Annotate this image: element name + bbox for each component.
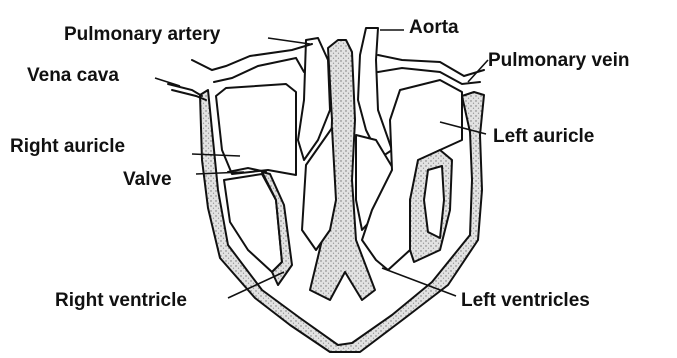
label-vena-cava: Vena cava: [27, 65, 119, 86]
label-valve: Valve: [123, 169, 172, 190]
pulmonary-artery-left-branch: [192, 44, 312, 70]
label-left-auricle: Left auricle: [493, 126, 594, 147]
label-pulmonary-vein: Pulmonary vein: [488, 50, 630, 71]
label-aorta: Aorta: [409, 17, 459, 38]
pulmonary-artery-left-branch-lower: [214, 58, 304, 82]
right-chamber: [216, 84, 296, 175]
pulmonary-artery-right-branch: [378, 55, 484, 76]
label-pulmonary-artery: Pulmonary artery: [64, 24, 221, 45]
left-ventricle-chamber: [424, 166, 444, 238]
label-left-ventricles: Left ventricles: [461, 290, 590, 311]
label-right-ventricle: Right ventricle: [55, 290, 187, 311]
label-right-auricle: Right auricle: [10, 136, 125, 157]
leader-pulmonary-vein: [468, 60, 488, 82]
heart-outline: [200, 28, 484, 352]
leader-pulmonary-artery: [268, 38, 310, 44]
